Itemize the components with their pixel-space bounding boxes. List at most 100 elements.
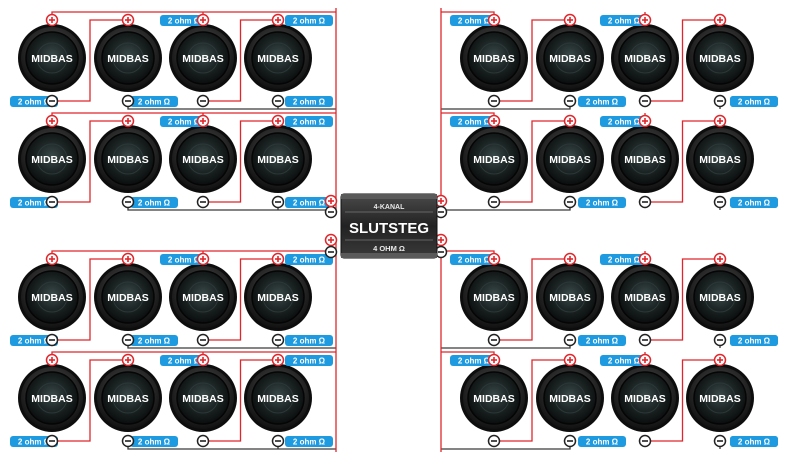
speaker-label: MIDBAS <box>31 393 72 405</box>
speaker-label: MIDBAS <box>107 53 148 65</box>
speaker-midbas: MIDBAS <box>94 263 162 331</box>
plus-terminal-icon <box>638 353 652 367</box>
tags-layer: 2 ohm Ω 2 ohm Ω 2 ohm Ω 2 ohm Ω 2 ohm Ω 2 ohm… <box>10 15 778 447</box>
series-wire <box>203 19 278 102</box>
speaker-label: MIDBAS <box>473 292 514 304</box>
impedance-tag-label: 2 ohm Ω <box>738 337 771 346</box>
impedance-tag-label: 2 ohm Ω <box>18 438 51 447</box>
speaker-midbas: MIDBAS <box>94 364 162 432</box>
speaker-midbas: MIDBAS <box>536 125 604 193</box>
impedance-tag: 2 ohm Ω <box>130 335 178 346</box>
amp-minus-terminal-icon <box>324 205 338 219</box>
minus-terminal-icon <box>45 434 59 448</box>
plus-terminal-icon <box>121 252 135 266</box>
minus-terminal-icon <box>713 333 727 347</box>
plus-terminal-icon <box>121 13 135 27</box>
plus-terminal-icon <box>487 114 501 128</box>
speaker-midbas: MIDBAS <box>686 24 754 92</box>
speaker-midbas: MIDBAS <box>94 24 162 92</box>
minus-terminal-icon <box>121 195 135 209</box>
minus-terminal-icon <box>713 434 727 448</box>
impedance-tag: 2 ohm Ω <box>450 254 498 265</box>
plus-terminal-icon <box>713 353 727 367</box>
speaker-midbas: MIDBAS <box>611 263 679 331</box>
plus-terminal-icon <box>196 13 210 27</box>
speaker-midbas: MIDBAS <box>611 24 679 92</box>
impedance-tag-label: 2 ohm Ω <box>293 118 326 127</box>
amp-plus-terminal-icon <box>324 194 338 208</box>
plus-terminal-icon <box>713 252 727 266</box>
speaker-label: MIDBAS <box>107 393 148 405</box>
speaker-label: MIDBAS <box>549 154 590 166</box>
series-wire <box>494 120 570 203</box>
plus-terminal-icon <box>121 353 135 367</box>
speaker-midbas: MIDBAS <box>460 125 528 193</box>
plus-terminal-icon <box>487 353 501 367</box>
impedance-tag-label: 2 ohm Ω <box>458 17 491 26</box>
plus-terminal-icon <box>45 114 59 128</box>
speaker-label: MIDBAS <box>257 292 298 304</box>
impedance-tag-label: 2 ohm Ω <box>458 118 491 127</box>
plus-terminal-icon <box>196 353 210 367</box>
speaker-label: MIDBAS <box>107 292 148 304</box>
impedance-tag: 2 ohm Ω <box>160 254 208 265</box>
amp-plus-terminal-icon <box>324 233 338 247</box>
plus-terminal-icon <box>563 353 577 367</box>
minus-terminal-icon <box>271 195 285 209</box>
speaker-midbas: MIDBAS <box>18 263 86 331</box>
minus-terminal-icon <box>196 434 210 448</box>
impedance-tag-label: 2 ohm Ω <box>18 199 51 208</box>
series-wire <box>203 120 278 203</box>
series-wire <box>645 19 720 102</box>
impedance-tag: 2 ohm Ω <box>578 436 626 447</box>
speaker-midbas: MIDBAS <box>686 125 754 193</box>
impedance-tag-label: 2 ohm Ω <box>293 199 326 208</box>
impedance-tag: 2 ohm Ω <box>450 355 498 366</box>
impedance-tag: 2 ohm Ω <box>285 197 333 208</box>
plus-terminal-icon <box>196 114 210 128</box>
speaker-midbas: MIDBAS <box>94 125 162 193</box>
speaker-midbas: MIDBAS <box>18 364 86 432</box>
series-wire <box>52 258 128 341</box>
series-wire <box>52 359 128 442</box>
speaker-label: MIDBAS <box>257 53 298 65</box>
minus-terminal-icon <box>196 94 210 108</box>
speaker-label: MIDBAS <box>257 393 298 405</box>
impedance-tag: 2 ohm Ω <box>578 197 626 208</box>
impedance-tag: 2 ohm Ω <box>130 436 178 447</box>
impedance-tag-label: 2 ohm Ω <box>168 357 201 366</box>
series-wire <box>203 258 278 341</box>
minus-terminal-icon <box>713 94 727 108</box>
speaker-midbas: MIDBAS <box>460 24 528 92</box>
impedance-tag: 2 ohm Ω <box>10 96 58 107</box>
impedance-tag-label: 2 ohm Ω <box>138 438 171 447</box>
impedance-tag-label: 2 ohm Ω <box>608 118 641 127</box>
negative-wire <box>441 441 571 450</box>
speaker-midbas: MIDBAS <box>536 263 604 331</box>
minus-terminal-icon <box>271 434 285 448</box>
plus-terminal-icon <box>563 13 577 27</box>
minus-terminal-icon <box>638 195 652 209</box>
impedance-tag-label: 2 ohm Ω <box>138 337 171 346</box>
impedance-tag: 2 ohm Ω <box>285 96 333 107</box>
minus-terminal-icon <box>638 333 652 347</box>
speaker-midbas: MIDBAS <box>536 24 604 92</box>
impedance-tag: 2 ohm Ω <box>600 116 648 127</box>
impedance-tag: 2 ohm Ω <box>578 335 626 346</box>
impedance-tag: 2 ohm Ω <box>450 15 498 26</box>
impedance-tag-label: 2 ohm Ω <box>168 17 201 26</box>
speaker-label: MIDBAS <box>473 393 514 405</box>
series-wire <box>203 359 278 442</box>
minus-terminal-icon <box>638 434 652 448</box>
impedance-tag-label: 2 ohm Ω <box>168 256 201 265</box>
impedance-tag: 2 ohm Ω <box>130 96 178 107</box>
speaker-midbas: MIDBAS <box>536 364 604 432</box>
speaker-label: MIDBAS <box>699 393 740 405</box>
speaker-label: MIDBAS <box>182 53 223 65</box>
speaker-label: MIDBAS <box>699 292 740 304</box>
series-wire <box>52 120 128 203</box>
minus-terminal-icon <box>45 94 59 108</box>
speaker-label: MIDBAS <box>182 154 223 166</box>
